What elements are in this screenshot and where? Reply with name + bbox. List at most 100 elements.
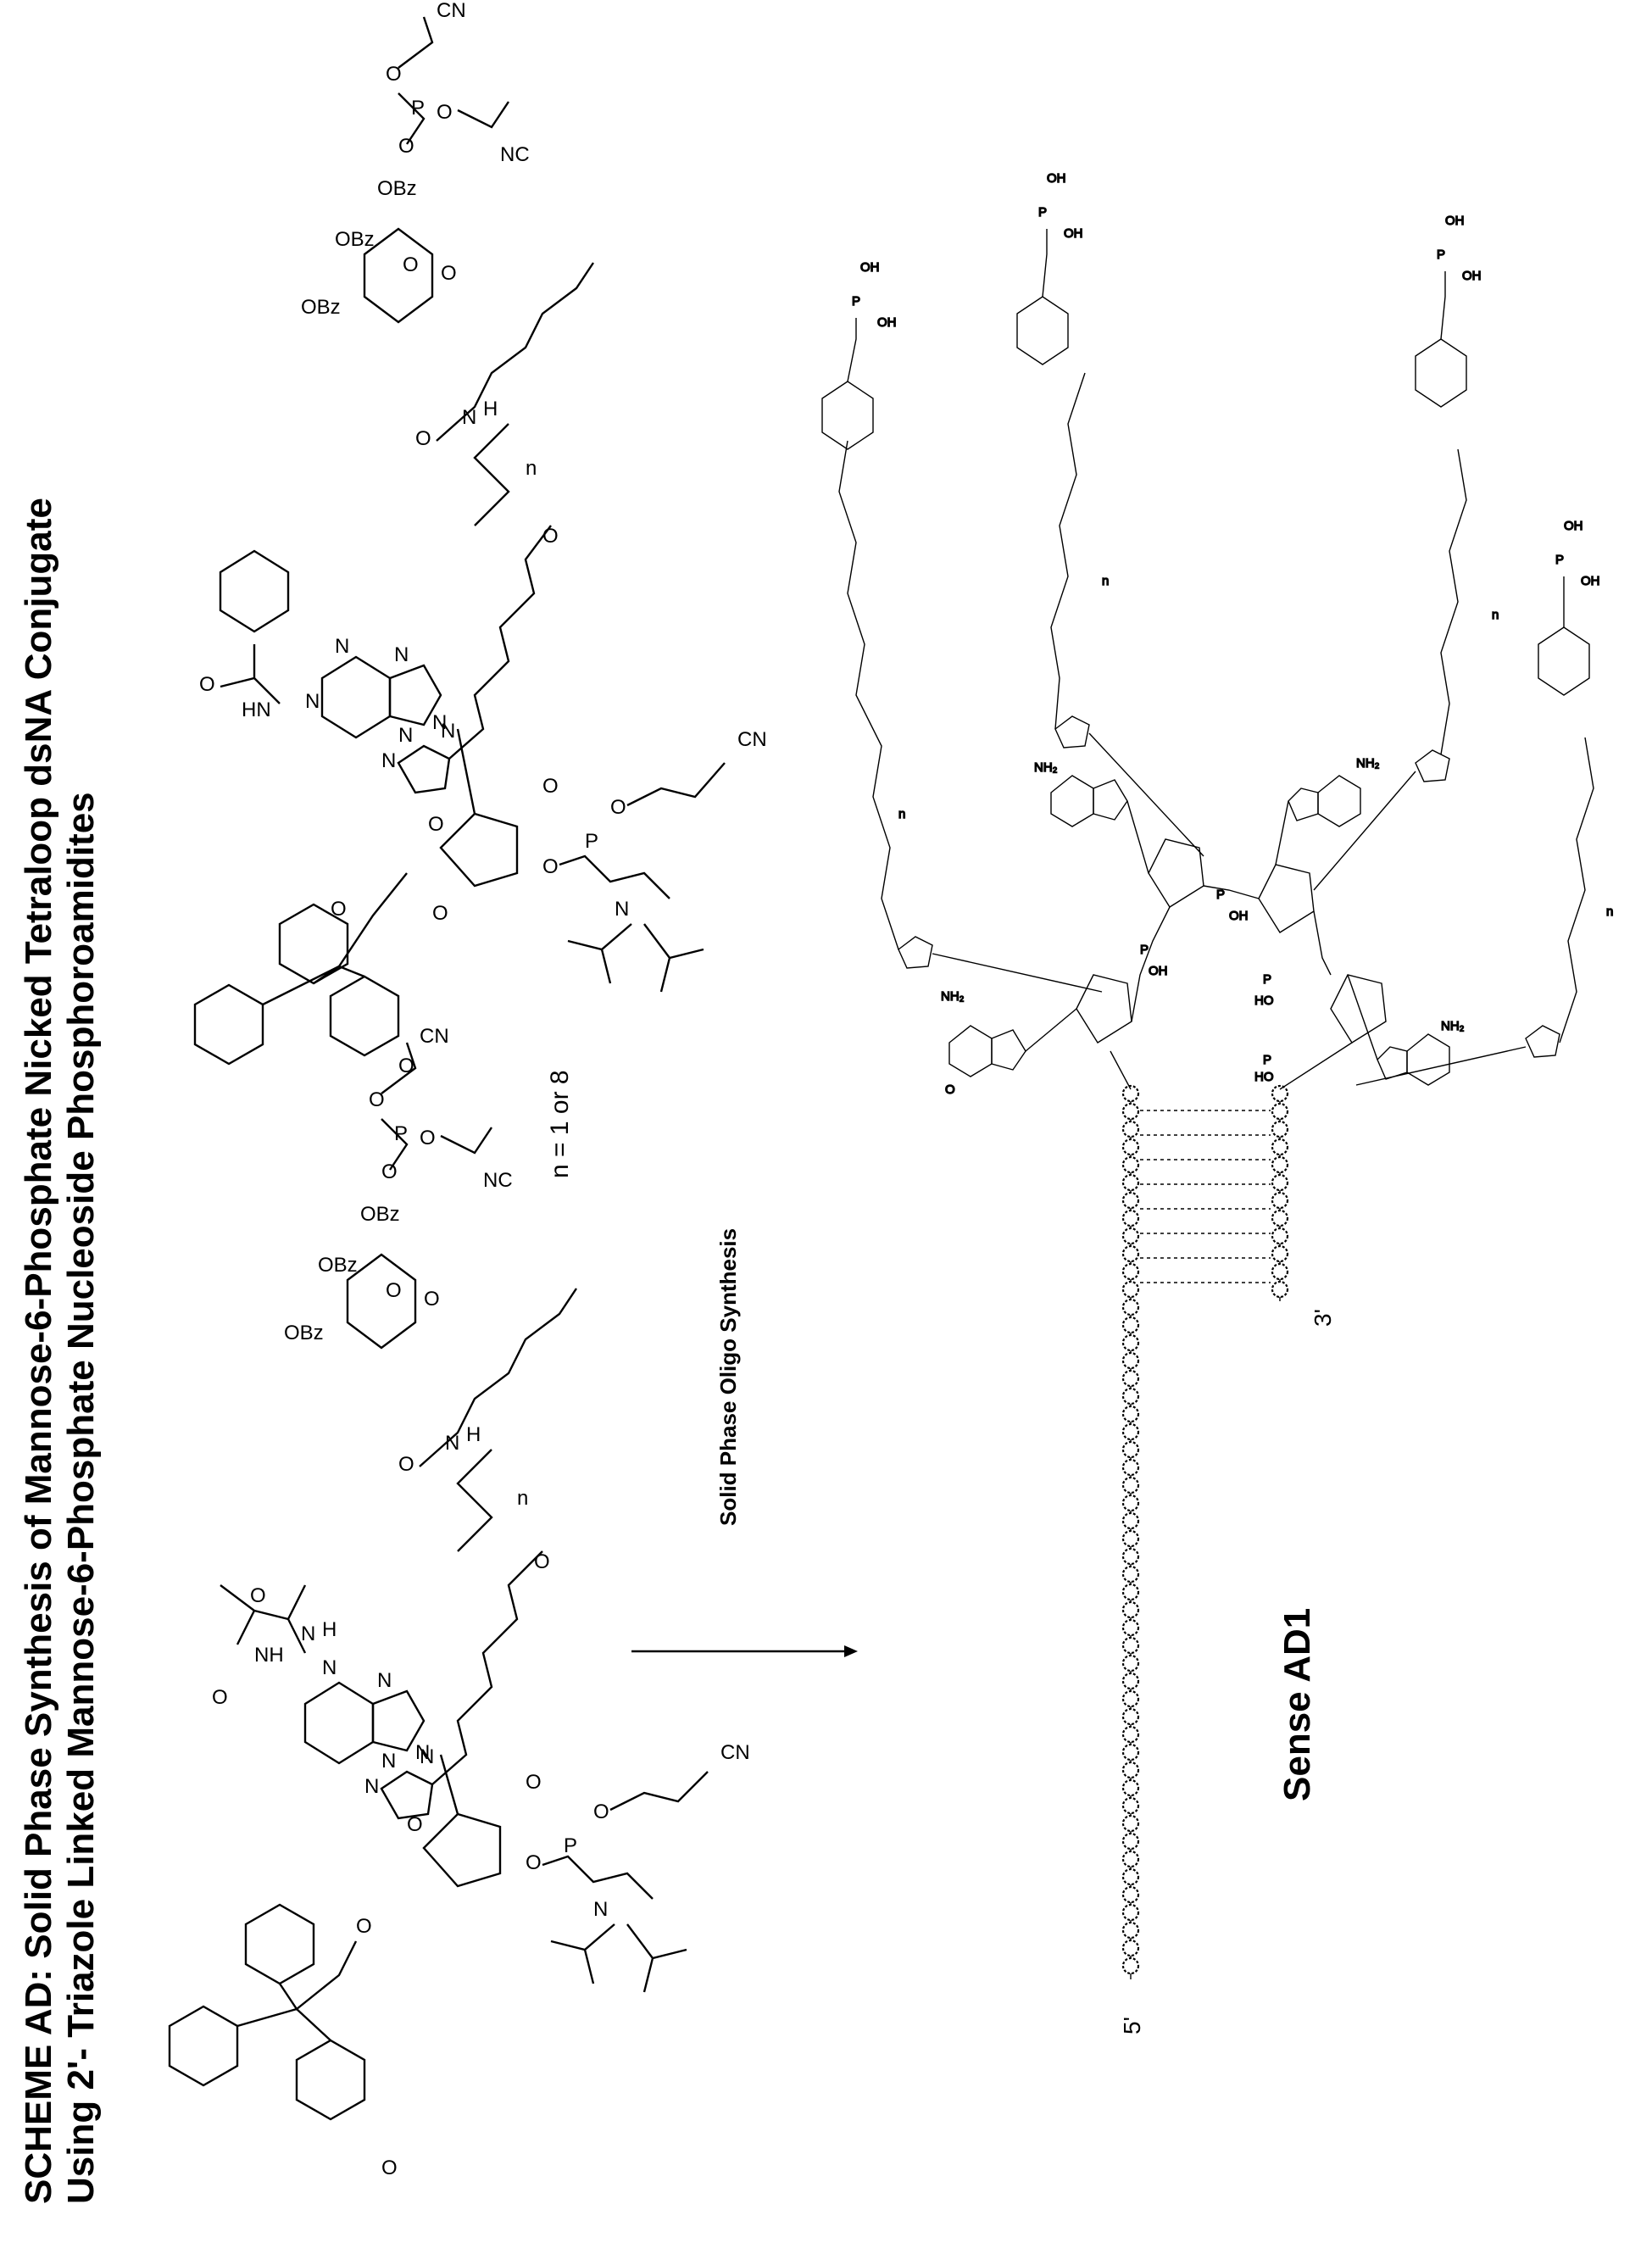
five-prime-label: 5' (1119, 2017, 1145, 2034)
atom-n: N (420, 1745, 434, 1768)
atom-hn: HN (242, 699, 271, 721)
atom-ho: HO (1254, 993, 1274, 1008)
nucleotide-bead (1123, 1656, 1138, 1671)
atom-o: O (441, 262, 457, 285)
atom-nh2: NH₂ (1356, 756, 1380, 771)
nucleotide-bead (1272, 1264, 1288, 1279)
atom-o: O (381, 2157, 398, 2179)
atom-o: O (403, 253, 419, 276)
atom-o: O (386, 1279, 402, 1302)
nucleotide-bead (1123, 1460, 1138, 1475)
atom-ho: HO (1254, 1070, 1274, 1084)
nucleotide-bead (1272, 1228, 1288, 1244)
atom-n: N (441, 720, 455, 743)
reaction-label: Solid Phase Oligo Synthesis (715, 1228, 741, 1526)
nucleotide-bead (1123, 1122, 1138, 1137)
atom-cn: CN (737, 728, 767, 751)
nucleotide-bead (1123, 1620, 1138, 1635)
atom-h: H (483, 398, 498, 420)
nucleotide-bead (1123, 1104, 1138, 1119)
nucleotide-bead (1123, 1691, 1138, 1706)
atom-nh: NH (254, 1644, 284, 1667)
nucleotide-bead (1123, 1709, 1138, 1724)
nucleotide-bead (1272, 1157, 1288, 1172)
nucleotide-bead (1123, 1389, 1138, 1404)
atom-cn: CN (437, 0, 466, 22)
atom-oh: OH (1564, 519, 1583, 533)
atom-n: N (615, 898, 629, 921)
atom-nc: NC (483, 1169, 513, 1192)
atom-obz: OBz (318, 1254, 358, 1277)
atom-n: N (394, 643, 409, 666)
three-prime-label: 3' (1310, 1309, 1336, 1327)
atom-obz: OBz (301, 296, 341, 319)
atom-o: O (542, 775, 559, 798)
nucleotide-bead (1123, 1228, 1138, 1244)
nucleotide-bead (1123, 1762, 1138, 1778)
nucleotide-bead (1123, 1175, 1138, 1190)
nucleotide-bead (1272, 1282, 1288, 1297)
nucleotide-bead (1123, 1780, 1138, 1795)
nucleotide-bead (1123, 1567, 1138, 1582)
atom-o: O (526, 1851, 542, 1874)
atom-n: N (322, 1656, 337, 1679)
label-n: n (517, 1487, 528, 1510)
nucleotide-bead (1123, 1816, 1138, 1831)
atom-n: N (305, 690, 320, 713)
atom-o: O (526, 1771, 542, 1794)
nucleotide-bead (1272, 1193, 1288, 1208)
label-n: n (898, 807, 905, 821)
atom-oh: OH (877, 315, 897, 330)
nucleotide-bead (1123, 1531, 1138, 1546)
atom-obz: OBz (284, 1322, 324, 1344)
atom-o: O (610, 796, 626, 819)
atom-oh: OH (1047, 171, 1066, 186)
tetraloop-conjugate: P P P P OH OH HO HO NH₂ O NH₂ NH₂ NH₂ (822, 171, 1613, 1097)
scheme-title: SCHEME AD: Solid Phase Synthesis of Mann… (18, 498, 102, 2204)
nucleotide-bead (1123, 1139, 1138, 1155)
atom-nh2: NH₂ (1034, 760, 1058, 775)
nucleotide-bead (1123, 1638, 1138, 1653)
nucleotide-bead (1272, 1086, 1288, 1101)
nucleotide-bead (1123, 1549, 1138, 1564)
nucleotide-bead (1123, 1834, 1138, 1849)
nucleotide-bead (1123, 1727, 1138, 1742)
nucleotide-bead (1123, 1211, 1138, 1226)
atom-p: P (585, 830, 598, 853)
atom-p: P (394, 1122, 408, 1145)
nucleotide-bead (1123, 1335, 1138, 1350)
atom-o: O (212, 1686, 228, 1709)
atom-p: P (564, 1834, 577, 1857)
label-n: n (1606, 904, 1613, 919)
atom-p: P (1140, 943, 1149, 957)
nucleotide-bead (1123, 1923, 1138, 1938)
atom-n: N (593, 1898, 608, 1921)
nucleotide-bead (1123, 1406, 1138, 1422)
atom-h: H (322, 1618, 337, 1641)
atom-oh: OH (1462, 269, 1482, 283)
atom-p: P (852, 294, 860, 309)
nucleotide-bead (1123, 1905, 1138, 1920)
atom-o: O (437, 101, 453, 124)
atom-o: O (424, 1288, 440, 1311)
atom-p: P (1216, 888, 1225, 902)
nucleotide-bead (1123, 1798, 1138, 1813)
atom-obz: OBz (335, 228, 375, 251)
product-label: Sense AD1 (1277, 1608, 1318, 1801)
duplex-strands (1123, 1086, 1288, 1979)
atom-o: O (356, 1915, 372, 1938)
reaction-arrow (631, 1645, 858, 1657)
nucleotide-bead (1123, 1584, 1138, 1600)
atom-cn: CN (420, 1025, 449, 1048)
atom-oh: OH (1581, 574, 1600, 588)
nucleotide-bead (1123, 1157, 1138, 1172)
atom-nh2: NH₂ (941, 989, 965, 1004)
atom-p: P (1555, 553, 1564, 567)
atom-nh2: NH₂ (1441, 1019, 1465, 1033)
atom-o: O (945, 1083, 955, 1097)
nucleotide-bead (1123, 1478, 1138, 1493)
atom-n: N (381, 1750, 396, 1773)
nucleotide-bead (1123, 1300, 1138, 1315)
nucleotide-bead (1272, 1246, 1288, 1261)
atom-oh: OH (1149, 964, 1168, 978)
